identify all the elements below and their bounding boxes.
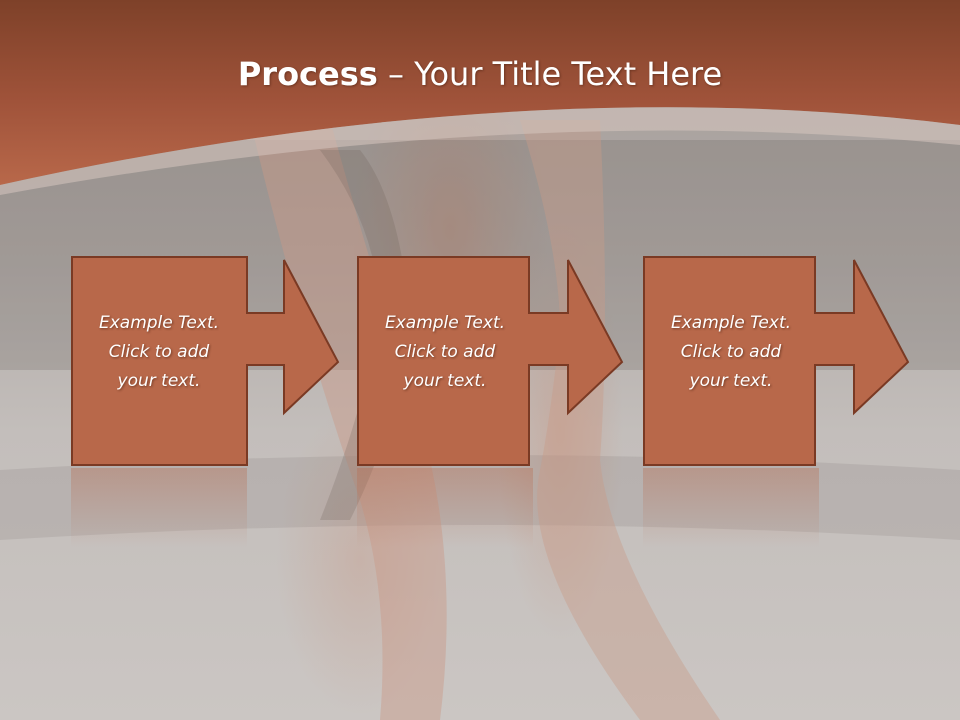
header-band: [0, 0, 960, 195]
step-arrow-shape: [643, 256, 910, 466]
process-step-3[interactable]: Example Text. Click to add your text.: [643, 256, 910, 466]
step-text[interactable]: Example Text. Click to add your text.: [670, 312, 792, 391]
process-step-2[interactable]: Example Text. Click to add your text.: [357, 256, 624, 466]
step-reflection: [357, 468, 533, 548]
step-text[interactable]: Example Text. Click to add your text.: [98, 312, 220, 391]
title-bold: Process: [237, 55, 378, 93]
step-reflection: [643, 468, 819, 548]
title-rest: – Your Title Text Here: [377, 55, 723, 93]
step-reflection: [71, 468, 247, 548]
step-arrow-shape: [71, 256, 340, 466]
step-text[interactable]: Example Text. Click to add your text.: [384, 312, 506, 391]
slide-title[interactable]: Process – Your Title Text Here: [0, 52, 960, 96]
process-step-1[interactable]: Example Text. Click to add your text.: [71, 256, 340, 466]
step-arrow-shape: [357, 256, 624, 466]
